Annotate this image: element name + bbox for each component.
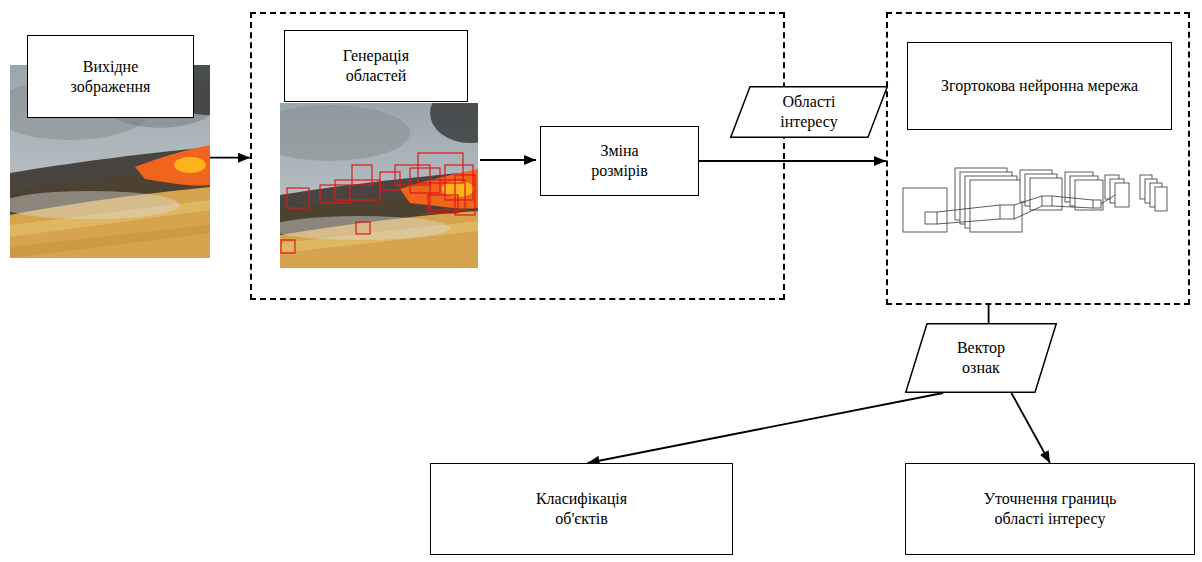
flow-arrow <box>1011 393 1050 463</box>
fire-photo <box>280 105 410 161</box>
heading-box: Вихідне зображення <box>27 35 194 118</box>
region-proposals <box>287 188 309 208</box>
cnn-illustration <box>1155 187 1167 211</box>
box-label: Вектор ознак <box>941 338 1021 378</box>
cnn-illustration <box>970 180 1022 232</box>
fire-photo <box>280 216 450 240</box>
region-proposals <box>356 222 370 234</box>
flow-arrow <box>480 159 536 161</box>
fire-photo <box>10 191 180 219</box>
box-label: Уточнення границь області інтересу <box>965 489 1135 529</box>
parallelogram-outline <box>905 323 1057 393</box>
cnn-illustration <box>1093 200 1101 208</box>
dashed-group: Генерація областейЗміна розмірів <box>250 12 785 300</box>
cnn-illustration <box>1014 196 1042 205</box>
cnn-illustration <box>937 219 1000 224</box>
fire-photo <box>174 157 206 173</box>
flow-arrow <box>699 160 886 162</box>
cnn-illustration <box>1052 206 1093 208</box>
cnn-illustration <box>1000 205 1014 219</box>
region-proposals <box>428 195 458 213</box>
fire-photo <box>430 103 478 143</box>
data-parallelogram: Вектор ознак <box>905 323 1057 393</box>
cnn-illustration <box>1014 206 1042 219</box>
parallelogram-outline <box>731 87 888 138</box>
region-proposals <box>281 153 475 253</box>
fire-photo <box>10 225 210 258</box>
cnn-illustration <box>1042 196 1052 206</box>
process-box: Вихідне зображення <box>10 35 210 258</box>
box-label: Вихідне зображення <box>55 57 167 97</box>
parallelogram-outline <box>906 324 1057 393</box>
box-label: Зміна розмірів <box>574 141 666 181</box>
cnn-illustration <box>903 168 1167 232</box>
cnn-illustration <box>1115 183 1129 207</box>
cnn-illustration <box>925 212 937 224</box>
process-box: Уточнення границь області інтересу <box>905 463 1195 555</box>
box-label: Генерація областей <box>320 46 432 86</box>
box-label: Згортокова нейронна мережа <box>941 76 1138 96</box>
cnn-illustration <box>1075 180 1103 210</box>
data-parallelogram: Області інтересу <box>730 86 888 138</box>
box-label: Області інтересу <box>764 92 854 132</box>
cnn-illustration <box>937 205 1000 212</box>
flow-arrow <box>210 157 250 159</box>
region-proposals <box>418 153 463 183</box>
cnn-illustration <box>1101 195 1115 204</box>
fire-photo <box>280 103 478 268</box>
region-proposals <box>380 172 400 190</box>
heading-box: Генерація областей <box>284 30 468 102</box>
region-proposals <box>335 180 380 200</box>
process-box: Зміна розмірів <box>540 126 699 196</box>
region-proposals <box>281 240 295 253</box>
heading-box: Згортокова нейронна мережа <box>907 42 1172 130</box>
box-label: Класифікація об'єктів <box>517 489 647 529</box>
cnn-illustration <box>1030 178 1062 210</box>
cnn-illustration <box>1052 196 1093 200</box>
flow-arrow <box>988 305 990 323</box>
dashed-group: Згортокова нейронна мережа <box>886 12 1190 305</box>
process-box: Класифікація об'єктів <box>430 463 733 555</box>
cnn-illustration <box>903 188 947 232</box>
fire-photo <box>135 145 210 186</box>
region-proposals <box>352 165 372 185</box>
flow-arrow <box>588 393 943 463</box>
